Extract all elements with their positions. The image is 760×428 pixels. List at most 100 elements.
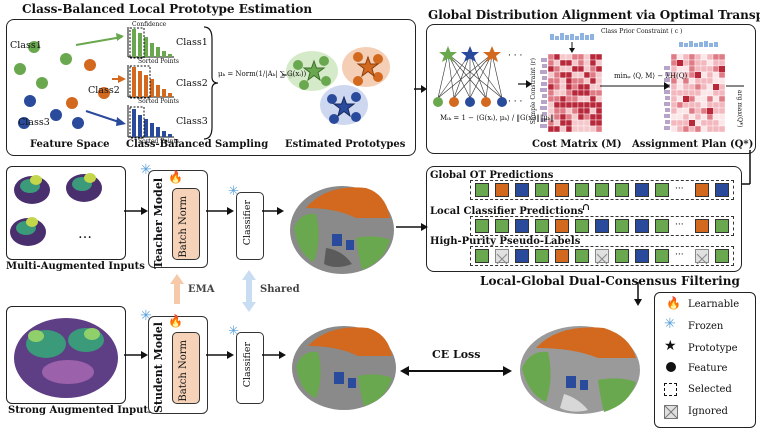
matrix-cell	[712, 89, 720, 97]
matrix-cell	[670, 113, 678, 121]
matrix-cell	[559, 107, 567, 115]
matrix-cell	[559, 71, 567, 79]
svg-text:· · ·: · · ·	[508, 51, 522, 61]
matrix-cell	[712, 77, 720, 85]
matrix-cell	[571, 53, 579, 61]
teacher-bn-label: Batch Norm	[178, 196, 189, 258]
student-batchnorm	[172, 332, 200, 404]
matrix-cell	[694, 65, 702, 73]
label-cell	[595, 219, 609, 233]
dashed-box-icon	[664, 383, 677, 396]
label-cell	[655, 219, 669, 233]
matrix-cell	[682, 119, 690, 127]
student-output-pointcloud	[292, 326, 396, 410]
matrix-cell	[688, 107, 696, 115]
matrix-cell	[718, 71, 726, 79]
matrix-cell	[670, 107, 678, 115]
matrix-cell	[670, 119, 678, 127]
matrix-cell	[700, 65, 708, 73]
matrix-cell	[706, 95, 714, 103]
matrix-cell	[700, 77, 708, 85]
matrix-cell	[553, 107, 561, 115]
matrix-cell	[682, 59, 690, 67]
multi-aug-caption: Multi-Augmented Inputs	[6, 261, 145, 272]
matrix-cell	[595, 89, 603, 97]
matrix-cell	[718, 113, 726, 121]
matrix-cell	[571, 59, 579, 67]
classifier-to-output-arrow	[262, 207, 284, 215]
matrix-cell	[571, 113, 579, 121]
assignment-cell	[677, 60, 683, 66]
matrix-cell	[565, 113, 573, 121]
label-cell	[715, 249, 729, 263]
row-ellipsis: ···	[675, 250, 684, 260]
matrix-cell	[577, 59, 585, 67]
feature-class3-label: Class3	[18, 117, 50, 128]
matrix-cell	[700, 113, 708, 121]
matrix-cell	[712, 125, 720, 133]
matrix-cell	[700, 59, 708, 67]
matrix-cell	[706, 125, 714, 133]
matrix-cell	[595, 107, 603, 115]
student-classifier-label: Classifier	[242, 342, 253, 388]
matrix-cell	[583, 77, 591, 85]
ignored-cell	[595, 249, 609, 265]
matrix-cell	[565, 89, 573, 97]
matrix-cell	[559, 83, 567, 91]
matrix-cell	[565, 101, 573, 109]
feature-class2-label: Class2	[88, 85, 120, 96]
matrix-cell	[577, 83, 585, 91]
matrix-cell	[553, 83, 561, 91]
assignment-cell	[719, 66, 725, 72]
matrix-cell	[589, 125, 597, 133]
confidence-label: Confidence	[132, 21, 167, 28]
matrix-cell	[553, 59, 561, 67]
matrix-cell	[583, 101, 591, 109]
label-cell	[575, 183, 589, 197]
multi-aug-pointclouds	[10, 173, 102, 246]
assignment-cell	[707, 108, 713, 114]
matrix-cell	[553, 89, 561, 97]
label-cell	[475, 183, 489, 197]
assignment-cell	[683, 96, 689, 102]
ot-diagram: · · · · · ·	[433, 33, 744, 133]
matrix-cell	[694, 119, 702, 127]
matrix-cell	[682, 125, 690, 133]
argmax-label: arg max(Q*)	[736, 90, 743, 128]
matrix-cell	[583, 53, 591, 61]
matrix-cell	[577, 89, 585, 97]
ema-label: EMA	[188, 284, 215, 295]
matrix-cell	[595, 53, 603, 61]
cost-matrix-caption: Cost Matrix (M)	[532, 139, 622, 150]
matrix-cell	[547, 53, 555, 61]
matrix-cell	[583, 113, 591, 121]
matrix-cell	[688, 71, 696, 79]
label-cell	[615, 219, 629, 233]
matrix-cell	[553, 119, 561, 127]
matrix-cell	[565, 83, 573, 91]
matrix-cell	[595, 95, 603, 103]
matrix-cell	[571, 83, 579, 91]
matrix-cell	[577, 107, 585, 115]
matrix-cell	[718, 77, 726, 85]
matrix-cell	[706, 83, 714, 91]
matrix-cell	[688, 65, 696, 73]
matrix-cell	[712, 113, 720, 121]
sorted-points-label-1: Sorted Points	[138, 58, 179, 65]
matrix-cell	[577, 71, 585, 79]
matrix-cell	[595, 77, 603, 85]
matrix-cell	[559, 89, 567, 97]
panel-link-arrow	[414, 85, 427, 93]
matrix-cell	[577, 65, 585, 73]
matrix-cell	[712, 95, 720, 103]
matrix-cell	[676, 107, 684, 115]
matrix-cell	[547, 59, 555, 67]
matrix-cell	[688, 83, 696, 91]
intersect-symbol: ∩	[582, 202, 590, 213]
matrix-cell	[559, 95, 567, 103]
class-prior-bars	[550, 33, 718, 47]
matrix-cell	[694, 95, 702, 103]
matrix-cell	[583, 95, 591, 103]
matrix-cell	[583, 59, 591, 67]
matrix-cell	[718, 83, 726, 91]
